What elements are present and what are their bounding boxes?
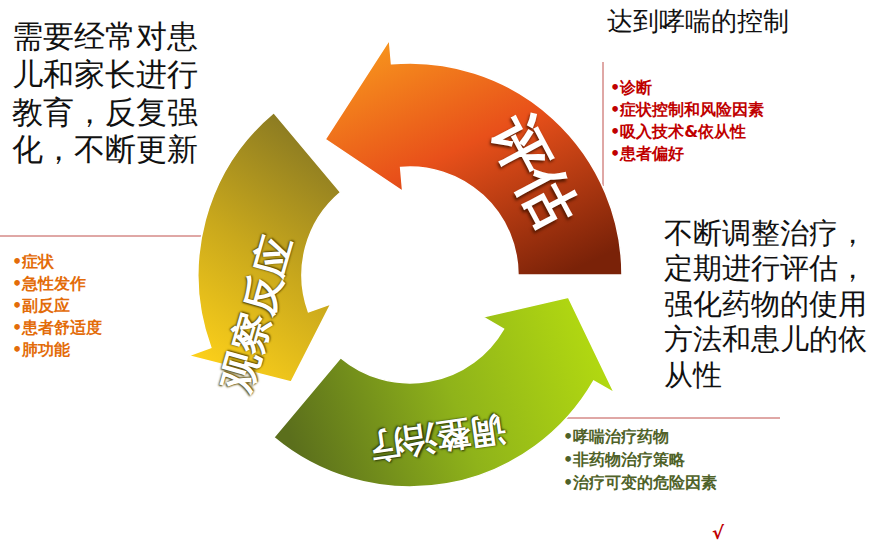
leader-line [603, 62, 604, 186]
arrow-band [325, 40, 622, 275]
leader-line [0, 236, 205, 237]
bullet-item: •急性发作 [12, 274, 86, 295]
bullet-item: •吸入技术&依从性 [610, 122, 746, 143]
bullet-item: •副反应 [12, 296, 70, 317]
bullet-item: •症状 [12, 252, 54, 273]
note-text: 不断调整治疗，定期进行评估，强化药物的使用方法和患儿的依从性 [664, 216, 878, 393]
bullet-item: •哮喘治疗药物 [563, 427, 669, 448]
goal-text: 达到哮喘的控制 [607, 6, 789, 38]
bullet-item: •非药物治疗策略 [563, 450, 685, 471]
bullet-item: •患者舒适度 [12, 318, 102, 339]
bullet-item: •治疗可变的危险因素 [563, 473, 717, 494]
bullet-item: •患者偏好 [610, 144, 684, 165]
leader-line [548, 418, 780, 419]
bullet-item: •肺功能 [12, 340, 70, 361]
note-text: 需要经常对患儿和家长进行教育，反复强化，不断更新 [12, 18, 216, 169]
bullet-item: •症状控制和风险因素 [610, 100, 764, 121]
bullet-item: •诊断 [610, 78, 652, 99]
check-mark: √ [712, 522, 724, 543]
